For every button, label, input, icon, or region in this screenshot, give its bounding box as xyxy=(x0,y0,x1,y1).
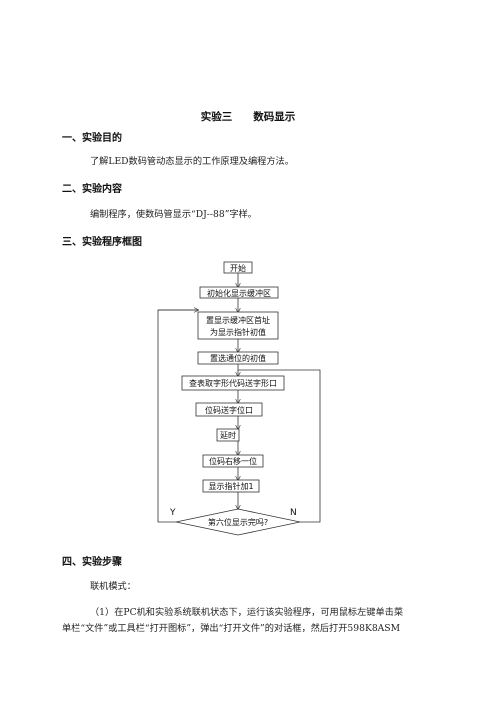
set-select-label: 置选通位的初值 xyxy=(210,353,266,363)
decision-diamond xyxy=(175,508,301,536)
pointer-inc-label: 显示指针加1 xyxy=(208,481,253,491)
purpose-text: 了解LED数码管动态显示的工作原理及编程方法。 xyxy=(90,156,294,167)
set-select-box xyxy=(197,351,279,365)
yes-label: Y xyxy=(169,508,176,518)
shift-box xyxy=(202,454,264,468)
section-heading-purpose: 一、实验目的 xyxy=(62,133,122,144)
pointer-inc-box xyxy=(202,479,260,493)
bitcode-out-label: 位码送字位口 xyxy=(205,405,253,415)
section-heading-steps: 四、实验步骤 xyxy=(62,557,122,568)
no-label: N xyxy=(290,508,297,518)
delay-box xyxy=(216,428,240,442)
start-box xyxy=(223,261,253,274)
init-label: 初始化显示缓冲区 xyxy=(207,288,271,298)
shift-label: 位码右移一位 xyxy=(209,456,257,466)
decision-label: 第六位显示完吗? xyxy=(208,517,268,527)
page-title: 实验三 数码显示 xyxy=(200,111,296,123)
start-label: 开始 xyxy=(230,263,246,273)
step1-line2: 单栏“文件”或工具栏“打开图标”，弹出“打开文件”的对话框，然后打开598K8A… xyxy=(62,623,401,634)
content-text: 编制程序，使数码管显示“DJ--88”字样。 xyxy=(90,209,257,220)
delay-label: 延时 xyxy=(220,430,236,440)
set-pointer-label-2: 为显示指针初值 xyxy=(210,327,266,337)
lookup-box xyxy=(181,375,285,391)
steps-mode-text: 联机模式： xyxy=(90,581,136,592)
set-pointer-box xyxy=(197,311,279,340)
step1-line1: （1）在PC机和实验系统联机状态下，运行该实验程序，可用鼠标左键单击菜 xyxy=(90,607,404,618)
set-pointer-label-1: 置显示缓冲区首址 xyxy=(206,315,270,325)
section-heading-content: 二、实验内容 xyxy=(62,184,122,195)
section-heading-flowchart: 三、实验程序框图 xyxy=(62,237,142,248)
lookup-label: 查表取字形代码送字形口 xyxy=(189,378,277,388)
init-box xyxy=(199,286,279,299)
bitcode-out-box xyxy=(195,402,263,417)
